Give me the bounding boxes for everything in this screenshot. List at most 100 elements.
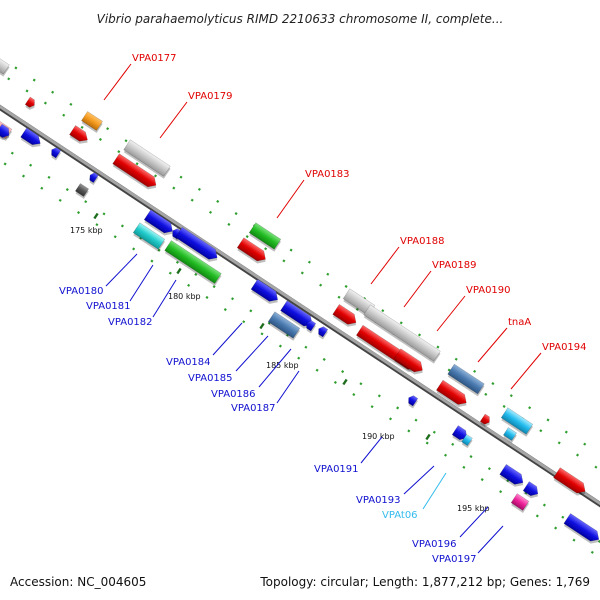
gene-feature[interactable] [332,304,361,330]
gene-feature[interactable] [303,319,317,334]
gene-feature[interactable] [363,304,442,364]
gene-feature[interactable] [435,379,471,410]
gene-label[interactable]: VPA0181 [86,301,131,312]
sequence-dot [341,370,345,374]
gene-feature[interactable] [393,348,427,378]
sequence-dot [304,345,308,349]
sequence-dot [172,186,176,190]
gene-label[interactable]: VPA0193 [356,495,401,506]
gene-label[interactable]: VPA0194 [542,342,587,353]
sequence-dot [377,394,381,398]
label-leaders [103,63,542,554]
gene-feature[interactable] [48,146,62,161]
gene-feature[interactable] [20,127,45,151]
gene-label[interactable]: VPA0196 [412,539,457,550]
gene-label[interactable]: VPA0183 [305,169,350,180]
gene-feature[interactable] [164,240,223,287]
gene-feature[interactable] [451,425,471,445]
gene-feature[interactable] [447,363,486,397]
gene-feature[interactable] [405,394,419,409]
sequence-dot [407,429,411,433]
sequence-dot [245,235,249,239]
gene-feature[interactable] [132,222,166,252]
gene-feature[interactable] [522,481,542,501]
tick-mark [93,212,99,220]
sequence-dot [197,187,201,191]
gene-feature[interactable] [500,407,534,437]
gene-feature[interactable] [24,96,38,111]
sequence-dot [583,442,587,446]
gene-label[interactable]: VPA0177 [132,53,177,64]
sequence-dot [175,260,179,264]
gene-feature[interactable] [499,464,528,490]
sequence-dot [480,478,484,482]
gene-label[interactable]: VPA0184 [166,357,211,368]
sequence-dot [3,162,7,166]
gene-feature[interactable] [236,237,270,267]
sequence-dot [32,78,36,82]
gene-label[interactable]: VPA0187 [231,403,276,414]
gene-feature[interactable] [68,125,91,147]
sequence-dot [227,222,231,226]
gene-feature[interactable] [510,493,530,513]
sequence-dot [187,283,191,287]
sequence-dot [572,538,576,542]
label-leader-line [477,525,504,554]
sequence-dot [153,174,158,178]
sequence-dot [381,309,385,313]
gene-label[interactable]: VPAt06 [382,510,418,521]
gene-feature[interactable] [86,171,99,186]
sequence-dot [25,89,29,93]
gene-label[interactable]: VPA0188 [400,236,445,247]
gene-label[interactable]: VPA0180 [59,286,104,297]
sequence-dot [417,333,422,337]
sequence-dot [230,297,235,301]
gene-label[interactable]: VPA0189 [432,260,477,271]
gene-label[interactable]: VPA0191 [314,464,359,475]
gene-label[interactable]: tnaA [508,317,531,328]
gene-label[interactable]: VPA0179 [188,91,233,102]
sequence-dot [297,356,301,360]
tick-mark [176,267,182,275]
sequence-dot [344,284,348,288]
gene-feature[interactable] [0,123,13,142]
gene-feature[interactable] [502,427,518,444]
sequence-dot [289,248,293,252]
gene-feature[interactable] [112,153,161,193]
sequence-dot [205,295,209,299]
tick-label: 180 kbp [168,292,201,301]
gene-feature[interactable] [267,311,301,341]
gene-label[interactable]: VPA0190 [466,285,511,296]
sequence-dot [557,441,561,445]
gene-feature[interactable] [460,433,473,449]
gene-feature[interactable] [552,467,589,499]
gene-feature[interactable] [248,222,282,252]
gene-feature[interactable] [143,209,177,239]
sequence-dot [322,357,326,361]
gene-feature[interactable] [80,111,103,134]
gene-feature[interactable] [250,278,282,307]
sequence-dot [212,285,216,289]
genome-backbone [0,104,600,506]
label-leader-line [258,348,292,388]
gene-feature[interactable] [74,183,90,200]
sequence-dot [326,272,330,276]
gene-feature[interactable] [479,413,493,428]
gene-label[interactable]: VPA0182 [108,317,153,328]
sequence-dot [95,223,99,227]
gene-label[interactable]: VPA0185 [188,373,233,384]
gene-feature[interactable] [0,53,11,77]
sequence-dot [554,526,558,530]
gene-feature[interactable] [123,139,172,179]
label-leader-line [129,264,154,302]
sequence-dot [113,235,117,239]
gene-feature[interactable] [315,325,329,340]
sequence-dot [62,113,66,117]
gene-label[interactable]: VPA0186 [211,389,256,400]
label-leader-line [152,279,177,318]
gene-label[interactable]: VPA0197 [432,554,477,565]
gene-feature[interactable] [174,226,221,265]
sequence-dot [98,137,102,141]
gene-feature[interactable] [563,513,600,547]
